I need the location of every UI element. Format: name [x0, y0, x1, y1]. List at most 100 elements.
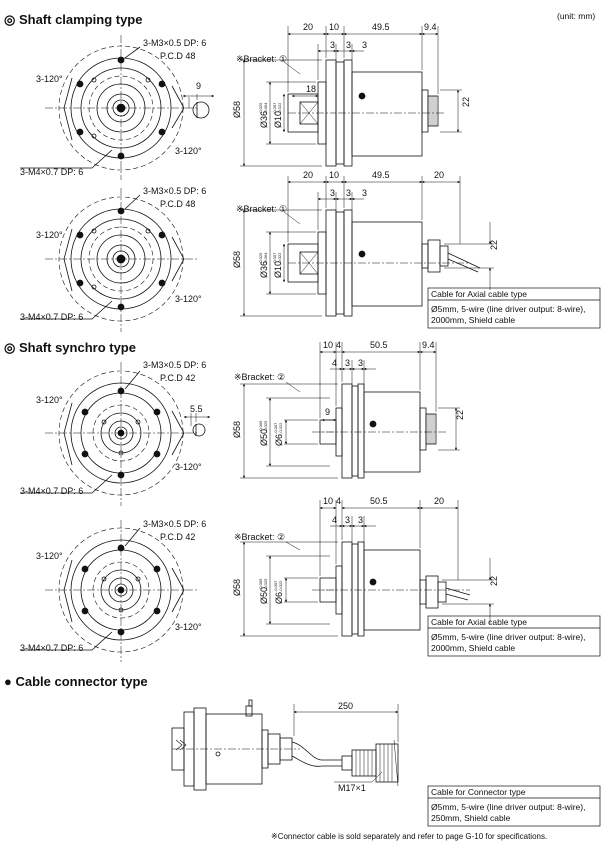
dia-shaft-tol-lower: -0.022	[278, 580, 283, 592]
dia-pilot-tol-upper: -0.009	[258, 578, 263, 590]
dim-sub-3: 3	[358, 358, 363, 368]
dia-shaft: Ø10	[273, 111, 283, 128]
bracket-label: ※Bracket: ②	[234, 372, 285, 382]
dia-shaft: Ø10	[273, 261, 283, 278]
side-view-clamp-connector-dim-labels: 20 10 49.5 9.4 3 3 3 ※Bracket: ① 18 22 Ø…	[232, 22, 471, 128]
side-view-clamp-connector	[287, 59, 446, 167]
dim-sub-3: 3	[358, 515, 363, 525]
dia-pilot-tol-lower: -0.025	[263, 420, 268, 432]
angle-left-label: 3-120°	[36, 395, 63, 405]
angle-left-label: 3-120°	[36, 74, 63, 84]
front-view-clamp-connector	[20, 35, 198, 180]
dim-top-3: 50.5	[370, 340, 388, 350]
dim-top-4: 20	[434, 170, 444, 180]
dim-sub-1: 3	[330, 40, 335, 50]
dia-body: Ø58	[232, 101, 242, 118]
angle-right-label: 3-120°	[175, 146, 202, 156]
section-title-synchro: ◎ Shaft synchro type	[4, 340, 136, 355]
dim-sub-1: 4	[332, 358, 337, 368]
side-view-clamp-axial	[287, 209, 481, 317]
tap-label-top: 3-M3×0.5 DP: 6	[143, 519, 206, 529]
front-view-sync-axial	[20, 520, 198, 662]
side-view-sync-axial	[312, 541, 471, 637]
bracket-label: ※Bracket: ②	[234, 532, 285, 542]
cable-box-line-1: Ø5mm, 5-wire (line driver output: 8-wire…	[431, 632, 585, 642]
footnote: ※Connector cable is sold separately and …	[271, 832, 547, 841]
dia-pilot: Ø50	[259, 429, 269, 446]
dia-pilot: Ø50	[259, 587, 269, 604]
flat-width-label: 5.5	[190, 404, 203, 414]
dim-top-4: 9.4	[424, 22, 437, 32]
dim-top-1: 10	[323, 340, 333, 350]
cable-box-title: Cable for Axial cable type	[431, 289, 527, 299]
dim-sub-3: 3	[362, 188, 367, 198]
dia-body: Ø58	[232, 579, 242, 596]
bracket-label: ※Bracket: ①	[236, 204, 287, 214]
dia-body: Ø58	[232, 251, 242, 268]
dim-top-1: 10	[323, 496, 333, 506]
tap-label-top: 3-M3×0.5 DP: 6	[143, 186, 206, 196]
pcd-label: P.C.D 42	[160, 532, 195, 542]
dim-top-1: 20	[303, 170, 313, 180]
dim-flat: 18	[306, 84, 316, 94]
dia-pilot-tol-lower: -0.025	[263, 578, 268, 590]
bracket-label: ※Bracket: ①	[236, 54, 287, 64]
cable-box-title: Cable for Axial cable type	[431, 617, 527, 627]
side-view-sync-axial-dims	[240, 500, 494, 637]
dia-pilot-tol-lower: -0.064	[263, 102, 268, 114]
dia-pilot-tol-upper: -0.025	[258, 102, 263, 114]
dia-shaft-tol-upper: -0.007	[273, 580, 278, 592]
front-view-sync-connector-labels: 3-M3×0.5 DP: 6 P.C.D 42 3-120° 3-120° 3-…	[20, 360, 206, 496]
cable-box-line-2: 2000mm, Shield cable	[431, 315, 515, 325]
side-view-sync-axial-dim-labels: 10 4 50.5 20 4 3 3 ※Bracket: ② 22 Ø58 Ø5…	[232, 496, 499, 604]
dia-shaft-tol-upper: -0.007	[272, 102, 277, 114]
dim-top-2: 10	[329, 170, 339, 180]
dim-sub-1: 4	[332, 515, 337, 525]
tap-label-bottom: 3-M4×0.7 DP: 6	[20, 312, 83, 322]
cable-box-line-1: Ø5mm, 5-wire (line driver output: 8-wire…	[431, 304, 585, 314]
shaft-flat-detail-1	[182, 94, 215, 119]
cable-box-line-2: 250mm, Shield cable	[431, 813, 511, 823]
cable-length-label: 250	[338, 701, 353, 711]
dia-shaft-tol-lower: -0.022	[277, 252, 282, 264]
dia-shaft-tol-lower: -0.022	[278, 422, 283, 434]
dia-shaft: Ø6	[274, 592, 284, 604]
shaft-flat-detail-2	[183, 413, 211, 437]
flat-width-label: 9	[196, 81, 201, 91]
angle-right-label: 3-120°	[175, 622, 202, 632]
tap-label-top: 3-M3×0.5 DP: 6	[143, 38, 206, 48]
side-view-sync-connector-dims	[240, 342, 460, 479]
cable-box-connector: Cable for Connector type Ø5mm, 5-wire (l…	[427, 785, 601, 827]
dim-top-2: 4	[336, 340, 341, 350]
dim-conn-height: 22	[489, 576, 499, 586]
dia-pilot-tol-upper: -0.009	[258, 420, 263, 432]
dim-sub-2: 3	[345, 515, 350, 525]
pcd-label: P.C.D 48	[160, 199, 195, 209]
dim-conn-height: 22	[461, 97, 471, 107]
dim-sub-3: 3	[362, 40, 367, 50]
dia-shaft: Ø6	[274, 434, 284, 446]
cable-box-line-1: Ø5mm, 5-wire (line driver output: 8-wire…	[431, 802, 585, 812]
section-title-connector: ● Cable connector type	[4, 674, 148, 689]
dim-top-3: 49.5	[372, 170, 390, 180]
dia-pilot-tol-upper: -0.025	[258, 252, 263, 264]
tap-label-bottom: 3-M4×0.7 DP: 6	[20, 486, 83, 496]
dim-sub-2: 3	[346, 188, 351, 198]
side-view-sync-connector	[312, 383, 446, 479]
pcd-label: P.C.D 42	[160, 373, 195, 383]
cable-box-line-2: 2000mm, Shield cable	[431, 643, 515, 653]
dia-pilot: Ø36	[259, 111, 269, 128]
unit-label: (unit: mm)	[557, 11, 595, 21]
front-view-clamp-axial	[20, 188, 198, 332]
angle-left-label: 3-120°	[36, 230, 63, 240]
dia-shaft-tol-upper: -0.007	[272, 252, 277, 264]
dim-top-4: 20	[434, 496, 444, 506]
side-view-sync-connector-dim-labels: 10 4 50.5 9.4 4 3 3 ※Bracket: ② 9 22 Ø58…	[232, 340, 465, 446]
front-view-sync-axial-labels: 3-M3×0.5 DP: 6 P.C.D 42 3-120° 3-120° 3-…	[20, 519, 206, 653]
connector-type-drawing	[171, 699, 399, 791]
cable-box-axial-1: Cable for Axial cable type Ø5mm, 5-wire …	[427, 287, 601, 329]
dim-sub-2: 3	[346, 40, 351, 50]
connector-label: M17×1	[338, 783, 366, 793]
angle-right-label: 3-120°	[175, 462, 202, 472]
